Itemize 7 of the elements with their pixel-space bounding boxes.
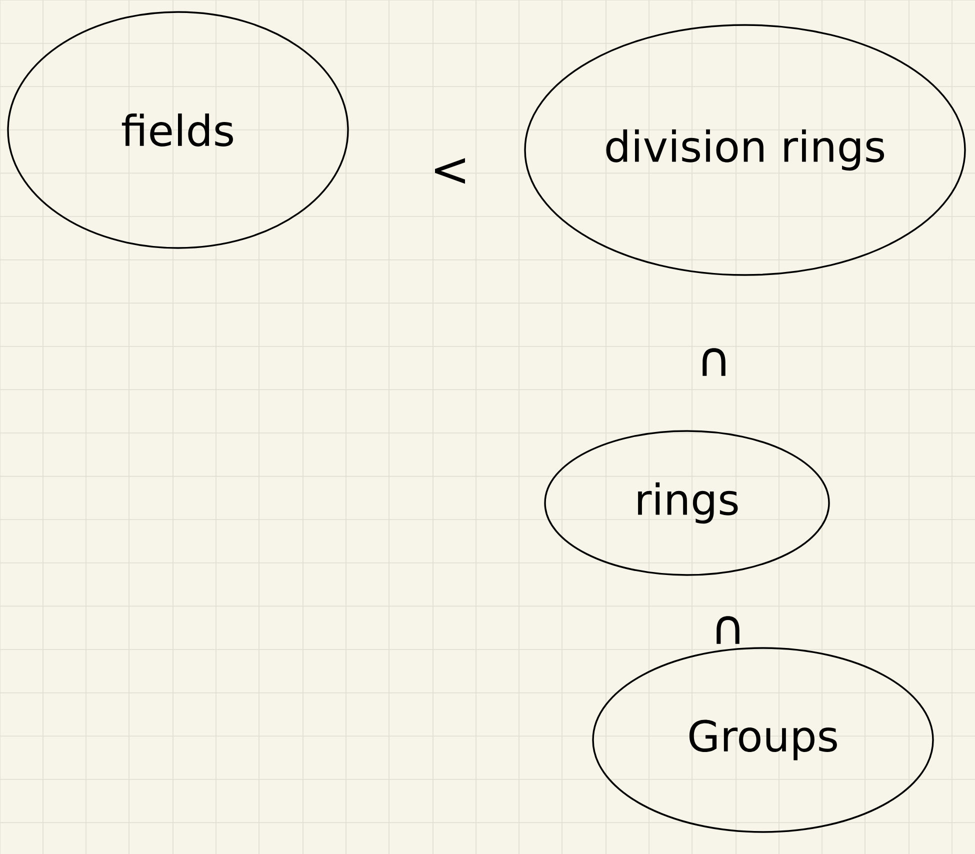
- ellipse-node: fields: [7, 11, 349, 249]
- ellipse-node: rings: [544, 430, 830, 576]
- ellipse-node: Groups: [592, 647, 934, 833]
- relation-symbol: ∩: [702, 348, 726, 376]
- relation-symbol: <: [435, 158, 465, 184]
- relation-symbol: ∩: [716, 616, 740, 644]
- ellipse-node: division rings: [524, 24, 966, 276]
